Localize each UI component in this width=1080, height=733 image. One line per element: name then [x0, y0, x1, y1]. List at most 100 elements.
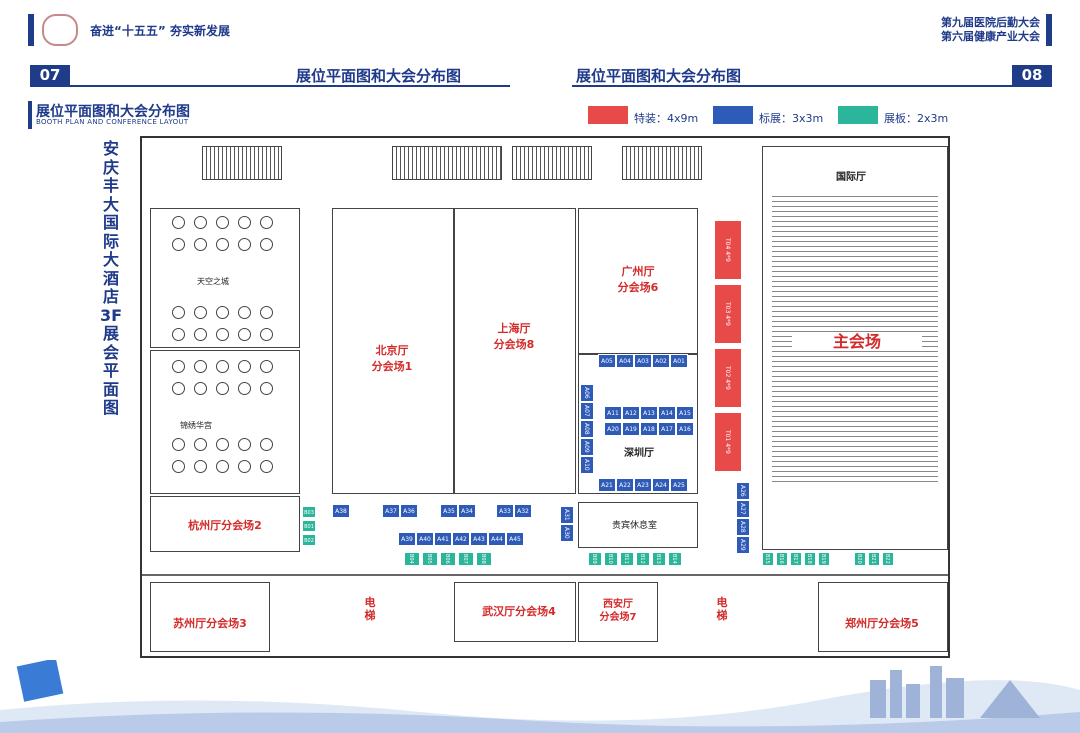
booth-B05[interactable]: B05 [422, 552, 438, 566]
booth-A06[interactable]: A06 [580, 384, 594, 402]
legend-swatch-special [588, 106, 628, 124]
booth-A42[interactable]: A42 [452, 532, 470, 546]
booth-B12[interactable]: B12 [636, 552, 650, 566]
booth-B17[interactable]: B17 [790, 552, 802, 566]
booth-A22[interactable]: A22 [616, 478, 634, 492]
booth-B10[interactable]: B10 [604, 552, 618, 566]
room-main [762, 146, 948, 550]
booth-A04[interactable]: A04 [616, 354, 634, 368]
booth-A20[interactable]: A20 [604, 422, 622, 436]
booth-B01[interactable]: B01 [302, 520, 316, 532]
booth-B21[interactable]: B21 [868, 552, 880, 566]
booth-B06[interactable]: B06 [440, 552, 456, 566]
room-vip [578, 502, 698, 548]
booth-A32[interactable]: A32 [514, 504, 532, 518]
booth-B19[interactable]: B19 [818, 552, 830, 566]
hall-beijing-label: 北京厅 分会场1 [371, 344, 413, 373]
label-jinxiu: 锦绣华宫 [180, 421, 212, 430]
legend-swatch-standard [713, 106, 753, 124]
deco-wave-front [0, 712, 1080, 733]
booth-A07[interactable]: A07 [580, 402, 594, 420]
booth-T01[interactable]: T01 4*9 [714, 412, 742, 472]
booth-A21[interactable]: A21 [598, 478, 616, 492]
booth-A31[interactable]: A31 [560, 506, 574, 524]
banquet-table [260, 460, 273, 473]
booth-A35[interactable]: A35 [440, 504, 458, 518]
booth-A11[interactable]: A11 [604, 406, 622, 420]
booth-B09[interactable]: B09 [588, 552, 602, 566]
booth-A18[interactable]: A18 [640, 422, 658, 436]
booth-A08[interactable]: A08 [580, 420, 594, 438]
label-tiankong: 天空之城 [197, 277, 229, 286]
booth-B13[interactable]: B13 [652, 552, 666, 566]
banquet-table [172, 360, 185, 373]
banquet-table [194, 306, 207, 319]
booth-A26[interactable]: A26 [736, 482, 750, 500]
booth-B20[interactable]: B20 [854, 552, 866, 566]
banquet-table [216, 306, 229, 319]
section-subtitle: BOOTH PLAN AND CONFERENCE LAYOUT [36, 118, 189, 126]
booth-B11[interactable]: B11 [620, 552, 634, 566]
booth-A23[interactable]: A23 [634, 478, 652, 492]
title-underline-right [572, 85, 1052, 87]
booth-A19[interactable]: A19 [622, 422, 640, 436]
legend-label-standard: 标展：3x3m [759, 112, 824, 125]
booth-T03[interactable]: T03 4*9 [714, 284, 742, 344]
booth-A01[interactable]: A01 [670, 354, 688, 368]
booth-A30[interactable]: A30 [560, 524, 574, 542]
elevator-left-label: 电 梯 [364, 596, 376, 622]
booth-B02[interactable]: B02 [302, 534, 316, 546]
section-accent-bar [28, 101, 32, 129]
booth-A33[interactable]: A33 [496, 504, 514, 518]
header-accent-bar-right [1046, 14, 1052, 46]
booth-A38[interactable]: A38 [332, 504, 350, 518]
booth-A17[interactable]: A17 [658, 422, 676, 436]
booth-A36[interactable]: A36 [400, 504, 418, 518]
banquet-table [216, 328, 229, 341]
booth-B18[interactable]: B18 [804, 552, 816, 566]
hall-shenzhen: 深圳厅 [624, 448, 654, 459]
elevator-right: 电 梯 [714, 596, 730, 622]
booth-A44[interactable]: A44 [488, 532, 506, 546]
booth-B14[interactable]: B14 [668, 552, 682, 566]
booth-A12[interactable]: A12 [622, 406, 640, 420]
banquet-table [172, 438, 185, 451]
title-underline-left [30, 85, 510, 87]
booth-A15[interactable]: A15 [676, 406, 694, 420]
booth-A16[interactable]: A16 [676, 422, 694, 436]
conference-line-2: 第六届健康产业大会 [941, 30, 1040, 43]
booth-A40[interactable]: A40 [416, 532, 434, 546]
booth-A29[interactable]: A29 [736, 536, 750, 554]
booth-B04[interactable]: B04 [404, 552, 420, 566]
booth-A09[interactable]: A09 [580, 438, 594, 456]
booth-B15[interactable]: B15 [762, 552, 774, 566]
booth-A13[interactable]: A13 [640, 406, 658, 420]
hall-international: 国际厅 [836, 172, 866, 183]
booth-A02[interactable]: A02 [652, 354, 670, 368]
booth-A10[interactable]: A10 [580, 456, 594, 474]
booth-B16[interactable]: B16 [776, 552, 788, 566]
booth-A34[interactable]: A34 [458, 504, 476, 518]
booth-A28[interactable]: A28 [736, 518, 750, 536]
booth-T02[interactable]: T02 4*9 [714, 348, 742, 408]
banquet-table [194, 360, 207, 373]
booth-A05[interactable]: A05 [598, 354, 616, 368]
booth-A25[interactable]: A25 [670, 478, 688, 492]
booth-B03[interactable]: B03 [302, 506, 316, 518]
booth-A37[interactable]: A37 [382, 504, 400, 518]
booth-A14[interactable]: A14 [658, 406, 676, 420]
conference-logo [42, 14, 78, 46]
booth-A27[interactable]: A27 [736, 500, 750, 518]
booth-A45[interactable]: A45 [506, 532, 524, 546]
booth-A41[interactable]: A41 [434, 532, 452, 546]
booth-B08[interactable]: B08 [476, 552, 492, 566]
booth-A24[interactable]: A24 [652, 478, 670, 492]
booth-A03[interactable]: A03 [634, 354, 652, 368]
hall-zhengzhou: 郑州厅分会场5 [845, 617, 919, 630]
booth-A43[interactable]: A43 [470, 532, 488, 546]
booth-B07[interactable]: B07 [458, 552, 474, 566]
booth-A39[interactable]: A39 [398, 532, 416, 546]
booth-B22[interactable]: B22 [882, 552, 894, 566]
room-wuhan [454, 582, 576, 642]
booth-T04[interactable]: T04 4*9 [714, 220, 742, 280]
